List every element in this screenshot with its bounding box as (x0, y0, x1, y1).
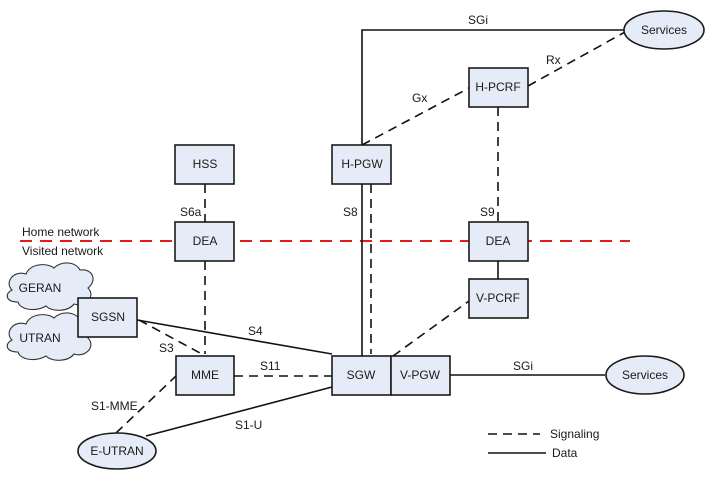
geran-cloud: GERAN (6, 262, 94, 311)
link-sgi-home (361, 29, 625, 145)
sgw-label: SGW (347, 368, 376, 382)
hss-node: HSS (174, 144, 235, 185)
v-pgw-label: V-PGW (400, 368, 441, 382)
v-pcrf-node: V-PCRF (468, 278, 529, 319)
sgsn-node: SGSN (77, 297, 138, 338)
dea-home-side-node: DEA (468, 221, 529, 262)
link-vpgw-vpcrf (392, 300, 470, 357)
s1-u-label: S1-U (235, 418, 262, 432)
services-visited-label: Services (622, 368, 668, 382)
link-gx (361, 87, 470, 146)
s11-label: S11 (260, 359, 281, 373)
e-utran-node: E-UTRAN (77, 432, 157, 470)
e-utran-label: E-UTRAN (90, 444, 143, 458)
sgi-visited-label: SGi (513, 359, 533, 373)
h-pgw-node: H-PGW (331, 144, 392, 185)
sgi-home-label: SGi (468, 13, 488, 27)
link-s4 (136, 319, 333, 355)
v-pcrf-label: V-PCRF (476, 291, 520, 305)
h-pcrf-label: H-PCRF (475, 80, 520, 94)
services-home-label: Services (641, 23, 687, 37)
s1-mme-label: S1-MME (91, 399, 138, 413)
rx-label: Rx (546, 53, 561, 67)
services-visited-node: Services (605, 355, 685, 395)
v-pgw-node: V-PGW (390, 355, 451, 396)
legend-signaling-label: Signaling (550, 427, 599, 441)
mme-label: MME (191, 368, 219, 382)
services-home-node: Services (623, 10, 705, 50)
s9-label: S9 (480, 205, 495, 219)
sgsn-label: SGSN (91, 310, 125, 324)
visited-network-label: Visited network (22, 244, 104, 258)
gx-label: Gx (412, 91, 427, 105)
legend-data-label: Data (552, 446, 578, 460)
link-s3 (138, 319, 201, 354)
link-rx (527, 31, 626, 87)
h-pgw-label: H-PGW (341, 157, 383, 171)
s3-label: S3 (159, 341, 174, 355)
utran-cloud: UTRAN (6, 312, 94, 361)
legend: Signaling Data (488, 427, 599, 460)
dea-visited-label: DEA (193, 234, 218, 248)
s6a-label: S6a (180, 205, 202, 219)
dea-visited-node: DEA (174, 221, 235, 262)
geran-label: GERAN (19, 281, 62, 295)
s8-label: S8 (343, 205, 358, 219)
s4-label: S4 (248, 324, 263, 338)
hss-label: HSS (193, 157, 218, 171)
h-pcrf-node: H-PCRF (468, 67, 529, 108)
home-network-label: Home network (22, 225, 100, 239)
sgw-node: SGW (331, 355, 392, 396)
link-s1-mme (115, 375, 177, 434)
dea-home-side-label: DEA (486, 234, 511, 248)
link-s1-u (145, 386, 333, 437)
mme-node: MME (175, 355, 235, 396)
utran-label: UTRAN (19, 331, 60, 345)
